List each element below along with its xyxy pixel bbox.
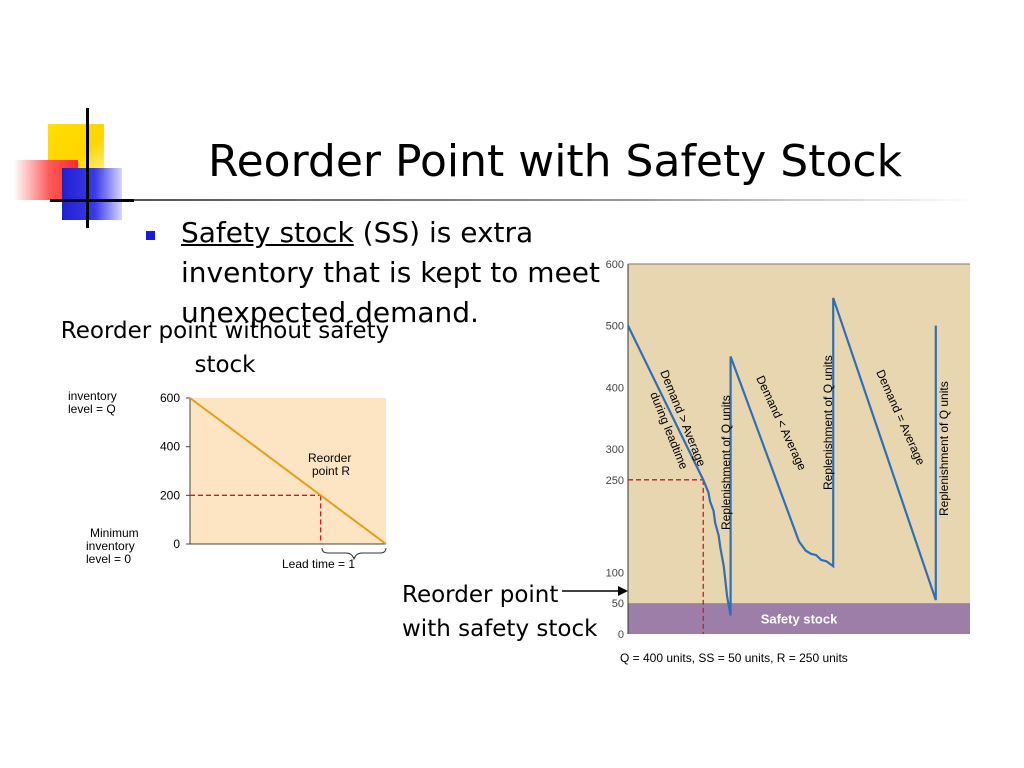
right-tick-label: 250 — [606, 475, 624, 487]
left-chart: 600 400 200 0 inventory level = Q Minimum i… — [68, 389, 387, 571]
left-chart-caption: Reorder point without safety stock — [60, 318, 390, 378]
bullet-text: Safety stock (SS) is extra inventory tha… — [181, 213, 611, 333]
left-reorder-label-2: point R — [312, 464, 350, 478]
bullet-square-icon — [146, 231, 155, 240]
right-plot-area — [628, 264, 970, 634]
left-min-label-1: Minimum — [90, 526, 139, 540]
right-caption-line1: Reorder point — [402, 582, 559, 608]
right-chart-caption: Reorder point with safety stock — [402, 578, 602, 646]
vertical-line-decoration — [86, 108, 89, 228]
right-tick-label: 600 — [606, 259, 624, 271]
left-tick-label: 600 — [160, 391, 180, 405]
safety-stock-label: Safety stock — [761, 612, 838, 627]
right-tick-label: 0 — [618, 629, 624, 641]
left-tick-label: 0 — [173, 537, 180, 551]
left-tick-group: 600 400 200 0 — [160, 391, 190, 551]
lead-time-brace — [321, 547, 387, 561]
right-tick-label: 300 — [606, 444, 624, 456]
slide-title: Reorder Point with Safety Stock — [208, 136, 903, 187]
annot-rep2: Replenishment of Q units — [821, 355, 835, 490]
left-y-label-2: level = Q — [68, 402, 116, 416]
left-tick-label: 200 — [160, 488, 180, 502]
left-lead-time-label: Lead time = 1 — [282, 557, 355, 571]
right-tick-label: 400 — [606, 382, 624, 394]
left-inventory-line — [189, 397, 387, 545]
left-reorder-label-1: Reorder — [308, 451, 351, 465]
right-tick-label: 100 — [606, 567, 624, 579]
right-caption-line2: with safety stock — [402, 616, 598, 642]
title-underline-rule — [134, 199, 974, 201]
blue-square-decoration — [62, 168, 122, 220]
left-min-label-3: level = 0 — [86, 552, 131, 566]
left-tick-label: 400 — [160, 440, 180, 454]
left-y-label-1: inventory — [68, 389, 117, 403]
right-tick-label: 500 — [606, 321, 624, 333]
safety-stock-band — [628, 603, 970, 634]
horizontal-line-decoration — [50, 199, 134, 202]
right-tick-label: 50 — [612, 598, 624, 610]
annot-rep3: Replenishment of Q units — [937, 381, 951, 516]
left-min-label-2: inventory — [86, 539, 135, 553]
annot-rep1: Replenishment of Q units — [719, 395, 733, 530]
bullet-definition: (SS) is extra inventory that is kept to … — [181, 216, 601, 329]
safety-stock-term: Safety stock — [181, 216, 354, 249]
right-tick-group: 0 50 100 250 300 400 500 600 — [606, 259, 624, 641]
right-caption-formula: Q = 400 units, SS = 50 units, R = 250 un… — [620, 651, 848, 665]
reorder-arrow-icon — [562, 586, 628, 596]
right-inventory-line — [627, 297, 937, 616]
